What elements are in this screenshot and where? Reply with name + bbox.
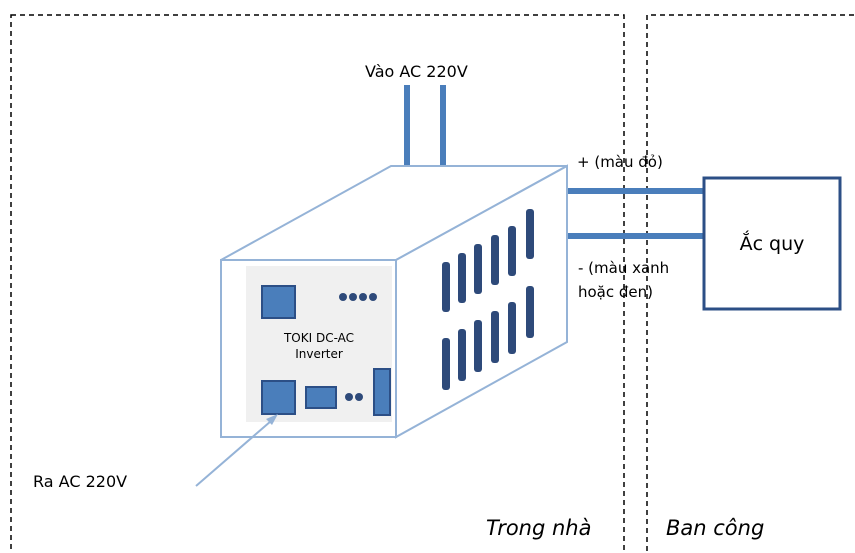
side-vents xyxy=(442,209,534,390)
indicator-lights xyxy=(339,293,377,401)
vent-slot xyxy=(458,329,466,381)
vent-slot xyxy=(491,311,499,363)
ac-input-wires xyxy=(404,85,446,166)
indicator-light xyxy=(339,293,347,301)
connector-block xyxy=(305,386,337,409)
vent-slot xyxy=(458,253,466,303)
vent-slot xyxy=(474,244,482,294)
vent-slot xyxy=(442,338,450,390)
device-name-line2: Inverter xyxy=(295,347,343,361)
front-panel-components xyxy=(261,285,391,416)
indicator-light xyxy=(369,293,377,301)
arrow-line xyxy=(195,420,272,487)
arrow-head xyxy=(266,414,278,425)
top-socket xyxy=(261,285,296,319)
indicator-light xyxy=(355,393,363,401)
zone-boundaries xyxy=(10,14,855,553)
ac-input-label: Vào AC 220V xyxy=(365,62,468,81)
indicator-light xyxy=(345,393,353,401)
vent-slot xyxy=(526,209,534,259)
dc-wires xyxy=(564,188,704,239)
device-name-line1: TOKI DC-AC xyxy=(283,331,354,345)
output-pointer-arrow xyxy=(195,414,278,487)
zone-balcony-label: Ban công xyxy=(666,516,764,540)
output-socket xyxy=(261,380,296,415)
ac-output-label: Ra AC 220V xyxy=(33,472,127,491)
vent-slot xyxy=(508,226,516,276)
zone-indoor-label: Trong nhà xyxy=(486,516,591,540)
negative-terminal-label-line2: hoặc đen) xyxy=(578,283,653,301)
vent-slot xyxy=(508,302,516,354)
indicator-light xyxy=(359,293,367,301)
battery-label: Ắc quy xyxy=(740,229,805,255)
vent-slot xyxy=(526,286,534,338)
vent-slot xyxy=(491,235,499,285)
battery-box xyxy=(702,176,842,311)
vent-slot xyxy=(474,320,482,372)
positive-terminal-label: + (màu đỏ) xyxy=(577,153,663,171)
negative-terminal-label-line1: - (màu xanh xyxy=(578,259,669,277)
indoor-zone-border xyxy=(10,14,625,553)
power-switch xyxy=(373,368,391,416)
indicator-light xyxy=(349,293,357,301)
balcony-zone-border xyxy=(646,14,855,553)
vent-slot xyxy=(442,262,450,312)
